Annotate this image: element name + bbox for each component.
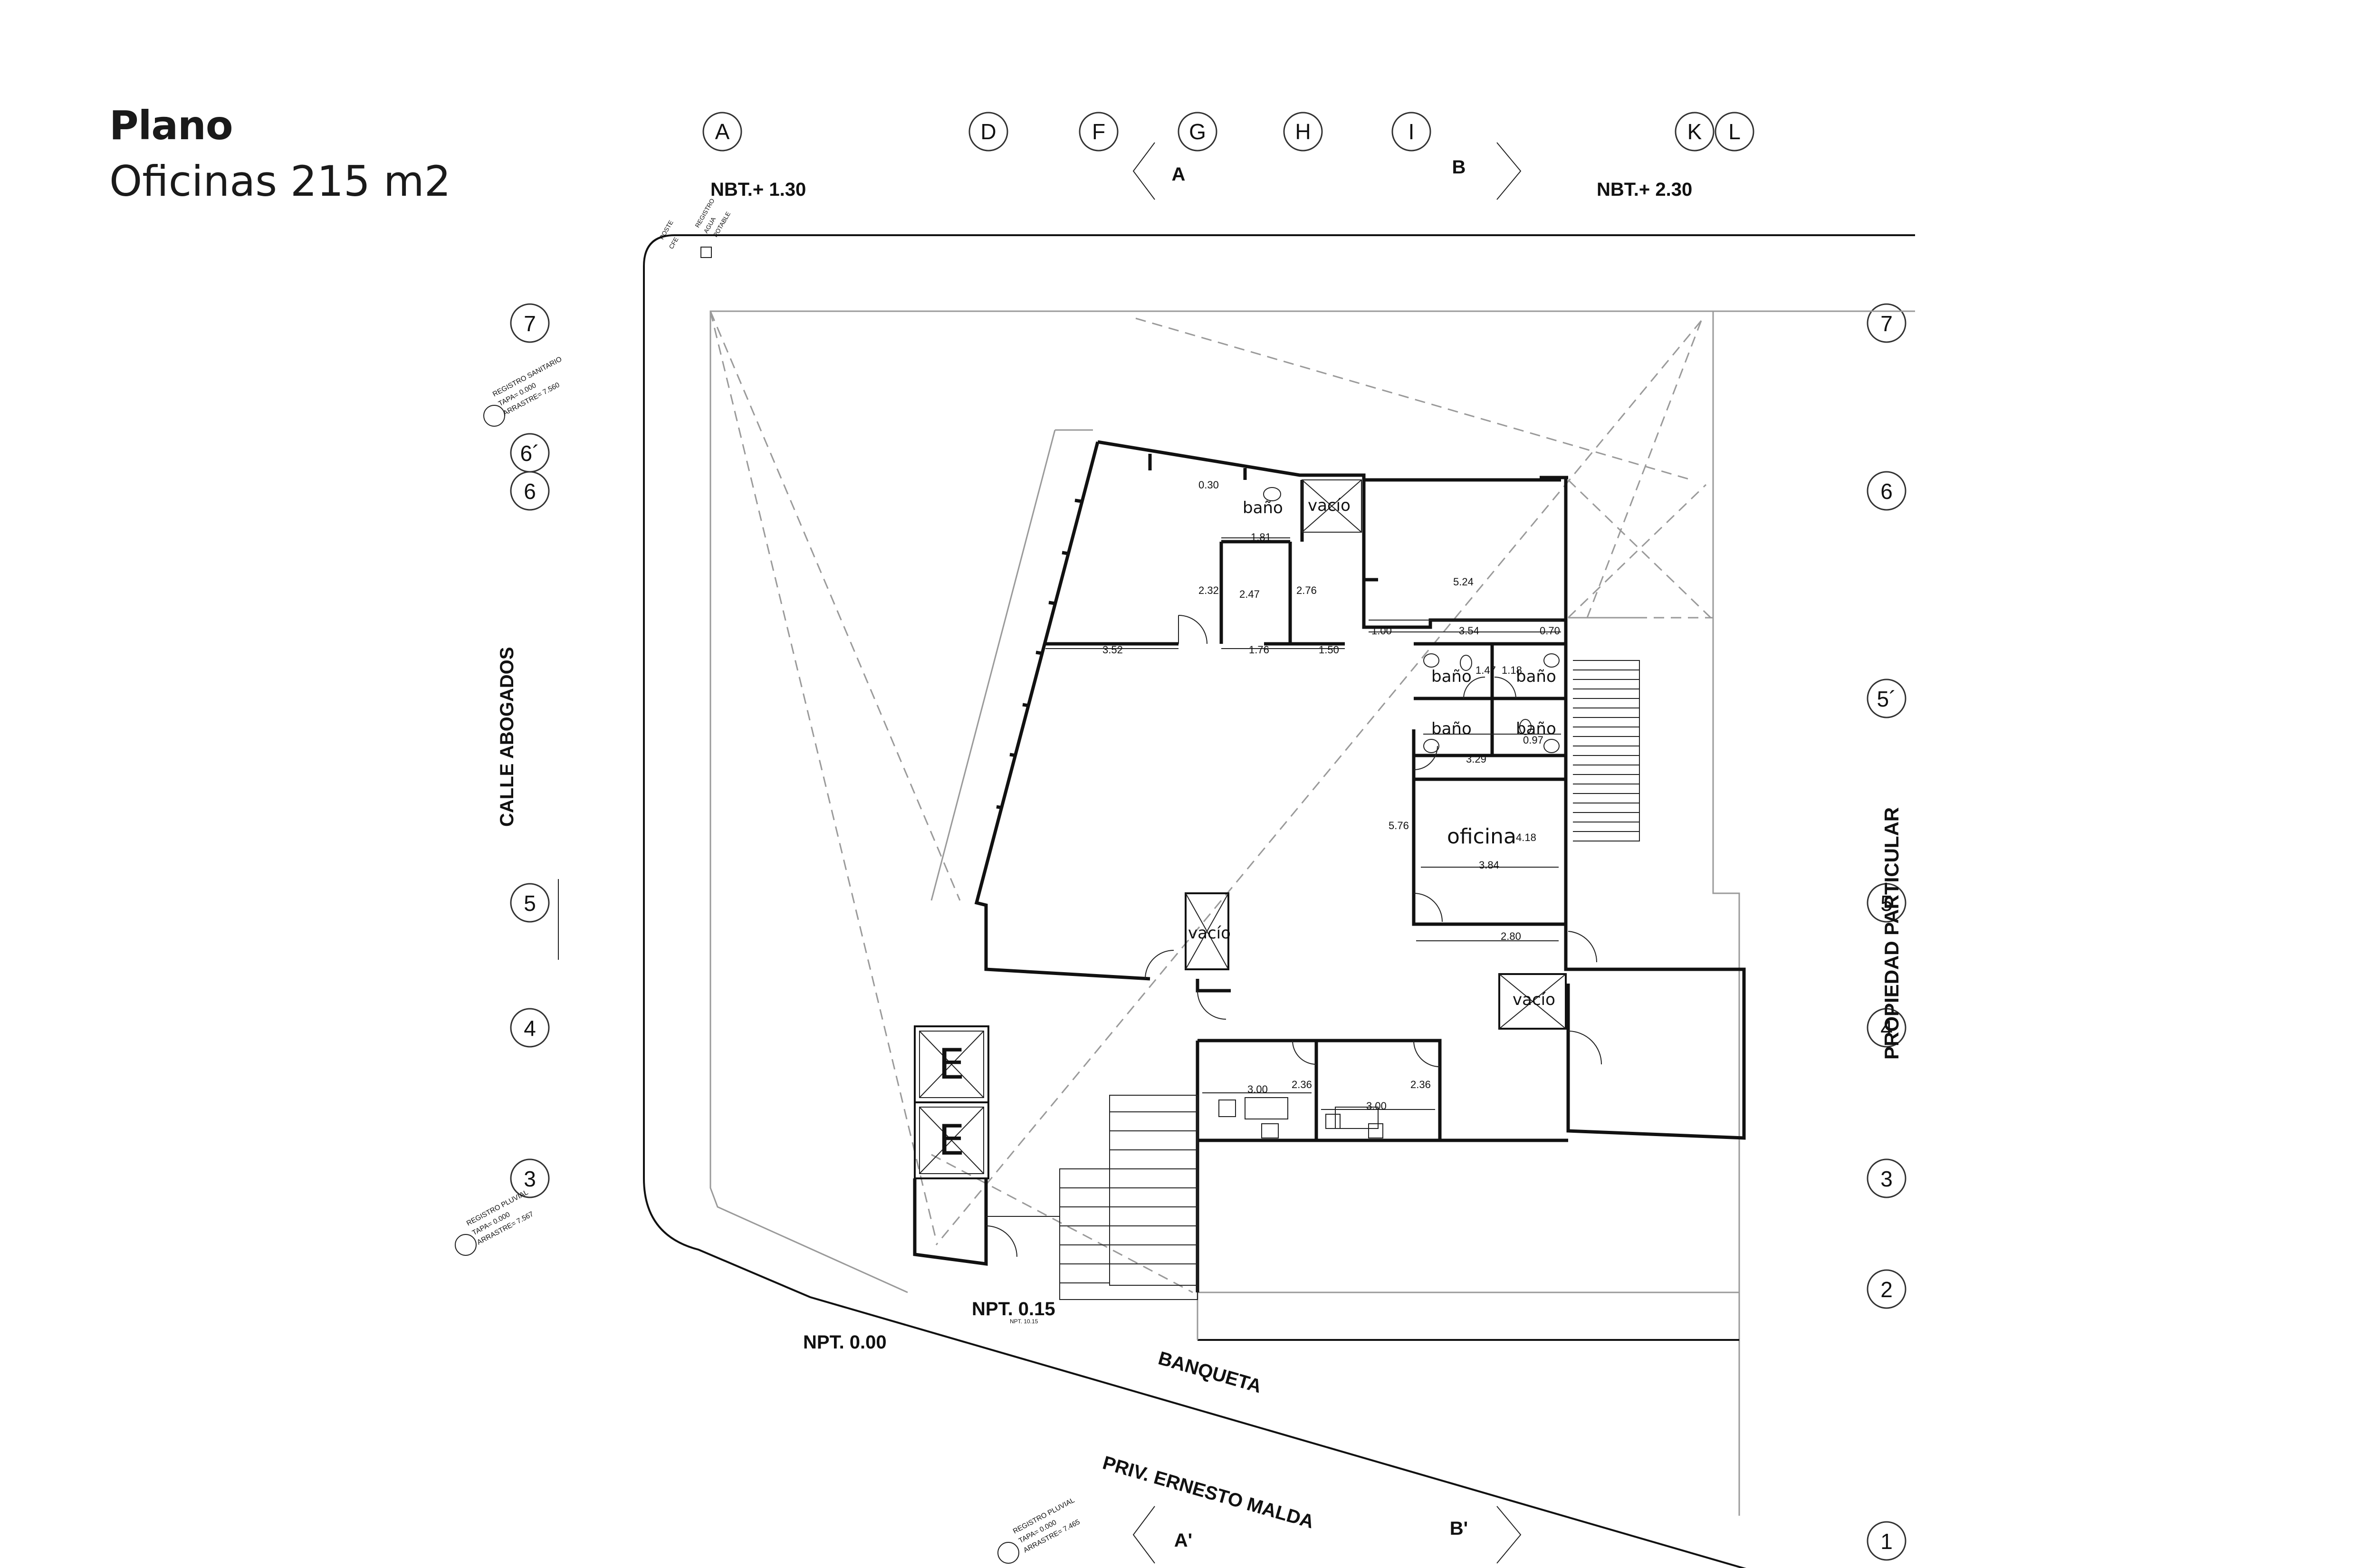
grid-row-bubbles-left: 7 6´ 6 5 4 3 — [510, 303, 559, 1198]
section-b-top: B — [1452, 157, 1466, 178]
street-calle-abogados: CALLE ABOGADOS — [497, 647, 517, 827]
dimension-lines — [1045, 537, 1561, 1110]
register-agua-3: POTABLE — [712, 210, 732, 239]
dim-236b: 2.36 — [1410, 1079, 1431, 1090]
dim-300b: 3.00 — [1366, 1100, 1387, 1112]
dim-354: 3.54 — [1459, 625, 1479, 637]
dim-300a: 3.00 — [1247, 1083, 1268, 1095]
dim-232: 2.32 — [1198, 584, 1219, 596]
grid-row-right-7: 7 — [1880, 311, 1893, 336]
facade-mullions — [996, 454, 1247, 810]
grid-col-l: L — [1728, 119, 1741, 144]
grid-row-right-5: 5 — [1880, 891, 1893, 916]
dim-118: 1.18 — [1502, 664, 1522, 676]
dim-236a: 2.36 — [1292, 1079, 1312, 1090]
grid-column-bubbles: A D F G H I K L — [702, 112, 1754, 152]
elevator-2: E — [938, 1116, 965, 1165]
grid-row-right-5p: 5´ — [1877, 687, 1897, 711]
furniture — [1218, 487, 1560, 1138]
room-bano-center-left: baño — [1431, 667, 1472, 686]
grid-col-g: G — [1189, 119, 1206, 144]
site-boundaries — [643, 234, 1915, 1568]
grid-row-right-1: 1 — [1880, 1529, 1893, 1554]
grid-col-h: H — [1295, 119, 1311, 144]
section-a-top: A — [1172, 164, 1186, 185]
section-a-bottom: A' — [1174, 1530, 1192, 1551]
dimension-labels: 0.30 1.81 2.32 2.47 2.76 3.52 1.76 1.50 … — [1102, 479, 1560, 1112]
street-priv-ernesto-malda: PRIV. ERNESTO MALDA — [1101, 1452, 1316, 1532]
grid-row-right-3: 3 — [1880, 1166, 1893, 1191]
dim-524: 5.24 — [1453, 576, 1474, 588]
dim-150: 1.50 — [1319, 644, 1339, 656]
room-bano-center-right: baño — [1516, 667, 1556, 686]
level-npt-entry: NPT. 0.15 — [972, 1299, 1055, 1319]
room-vacio-stair: vacío — [1188, 924, 1231, 943]
dim-352: 3.52 — [1102, 644, 1123, 656]
street-banqueta: BANQUETA — [1156, 1348, 1264, 1397]
room-bano-lower-right: baño — [1516, 719, 1556, 738]
dim-181: 1.81 — [1251, 531, 1271, 543]
exterior-stairs — [1573, 660, 1640, 841]
dim-070: 0.70 — [1540, 625, 1560, 637]
grid-row-bubbles-right: 7 6 5´ 5 4 3 2 1 — [1867, 303, 1907, 1561]
plan-subtitle: Oficinas 215 m2 — [109, 157, 451, 206]
grid-row-left-6p: 6´ — [520, 441, 540, 466]
dim-384: 3.84 — [1479, 859, 1499, 871]
building-walls — [913, 440, 1746, 1300]
grid-row-right-2: 2 — [1880, 1277, 1893, 1302]
room-vacio-top: vacío — [1308, 496, 1351, 515]
register-cfe: CFE — [668, 236, 680, 250]
register-poste: POSTE — [658, 219, 675, 241]
level-npt-entry-small: NPT. 10.15 — [1010, 1318, 1038, 1325]
dim-576: 5.76 — [1389, 820, 1409, 832]
section-b-bottom: B' — [1450, 1518, 1468, 1539]
room-oficina: oficina — [1447, 824, 1516, 849]
dim-097: 0.97 — [1523, 734, 1543, 746]
grid-col-i: I — [1408, 119, 1415, 144]
dim-176: 1.76 — [1249, 644, 1269, 656]
grid-col-f: F — [1092, 119, 1105, 144]
room-vacio-right: vacío — [1513, 990, 1555, 1009]
grid-row-left-7: 7 — [524, 311, 536, 336]
dim-100: 1.00 — [1371, 625, 1392, 637]
grid-row-right-6: 6 — [1880, 479, 1893, 504]
room-bano-lower-left: baño — [1431, 719, 1472, 738]
street-propiedad-particular: PROPIEDAD PARTICULAR — [1880, 807, 1903, 1060]
dim-030: 0.30 — [1198, 479, 1219, 491]
plan-title: Plano — [109, 102, 233, 149]
dim-329: 3.29 — [1466, 753, 1486, 765]
dim-280: 2.80 — [1501, 930, 1521, 942]
grid-row-left-5: 5 — [524, 891, 536, 916]
dim-147: 1.47 — [1475, 664, 1496, 676]
grid-row-left-4: 4 — [524, 1016, 536, 1041]
grid-row-left-3: 3 — [524, 1166, 536, 1191]
room-bano-top: baño — [1243, 498, 1283, 517]
room-labels: baño vacío baño baño baño baño oficina v… — [938, 496, 1556, 1165]
dim-247: 2.47 — [1239, 588, 1260, 600]
elevator-1: E — [938, 1040, 965, 1089]
grid-row-right-4: 4 — [1880, 1016, 1893, 1041]
doors — [986, 615, 1602, 1257]
grid-row-left-6: 6 — [524, 479, 536, 504]
utility-registers: POSTE CFE REGISTRO AGUA POTABLE REGISTRO… — [455, 197, 1082, 1564]
grid-col-a: A — [715, 119, 730, 144]
roof-projection-lines — [709, 311, 1713, 1293]
section-markers: A B A' B' — [1132, 142, 1522, 1564]
grid-col-d: D — [980, 119, 996, 144]
grid-col-k: K — [1687, 119, 1702, 144]
dim-276: 2.76 — [1296, 584, 1317, 596]
level-npt-street: NPT. 0.00 — [803, 1332, 887, 1353]
dim-418: 4.18 — [1516, 832, 1536, 843]
level-nbt-left: NBT.+ 1.30 — [710, 179, 806, 200]
void-shafts — [919, 479, 1567, 1174]
level-nbt-right: NBT.+ 2.30 — [1597, 179, 1692, 200]
entry-stairs — [1060, 1111, 1198, 1283]
